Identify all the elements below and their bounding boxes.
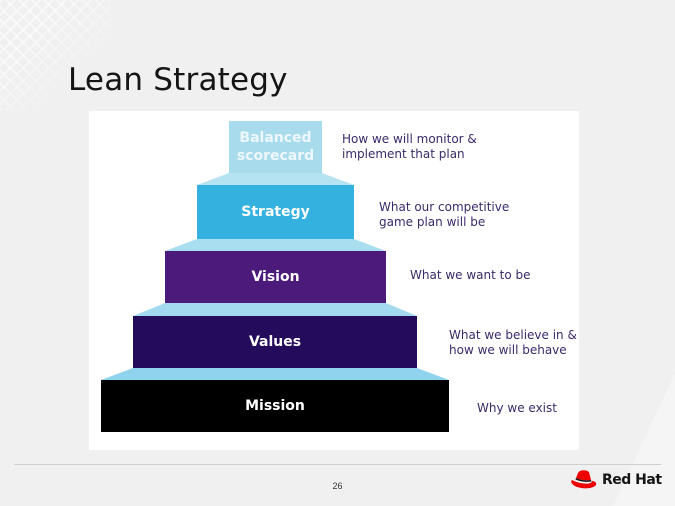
red-hat-logo: Red Hat [569, 469, 662, 491]
page-number: 26 [332, 481, 343, 491]
footer-divider [14, 464, 661, 465]
layer-vision: Vision [165, 251, 386, 303]
description-line2: how we will behave [449, 343, 567, 357]
layer-values: Values [133, 316, 417, 368]
layer-mission: Mission [101, 380, 449, 432]
red-hat-icon [571, 470, 597, 489]
description-strategy: What our competitive game plan will be [379, 200, 509, 230]
description-values: What we believe in & how we will behave [449, 328, 577, 358]
description-mission: Why we exist [477, 401, 557, 416]
description-line1: What we believe in & [449, 328, 577, 342]
description-balanced-scorecard: How we will monitor & implement that pla… [342, 132, 477, 162]
layer-label-line1: Balanced [239, 130, 312, 146]
description-line1: How we will monitor & [342, 132, 477, 146]
corner-pattern-decoration [0, 0, 110, 110]
description-line2: game plan will be [379, 215, 486, 229]
background-diagonal-band [595, 366, 675, 506]
layer-label-line2: scorecard [236, 148, 315, 164]
description-line2: implement that plan [342, 147, 465, 161]
layer-label: Mission [245, 398, 305, 414]
layer-label: Values [248, 334, 302, 350]
slide-title: Lean Strategy [68, 62, 288, 98]
layer-strategy: Strategy [197, 185, 354, 239]
pyramid-diagram: Balanced scorecard How we will monitor &… [89, 111, 579, 450]
layer-balanced-scorecard: Balanced scorecard [229, 121, 322, 173]
pyramid-steps [101, 173, 449, 380]
description-line1: What our competitive [379, 200, 510, 214]
description-line1: Why we exist [477, 401, 557, 415]
description-line1: What we want to be [410, 268, 531, 282]
layer-label: Vision [251, 269, 300, 285]
description-vision: What we want to be [410, 268, 531, 283]
brand-name: Red Hat [602, 472, 662, 488]
layer-label: Strategy [241, 204, 310, 220]
